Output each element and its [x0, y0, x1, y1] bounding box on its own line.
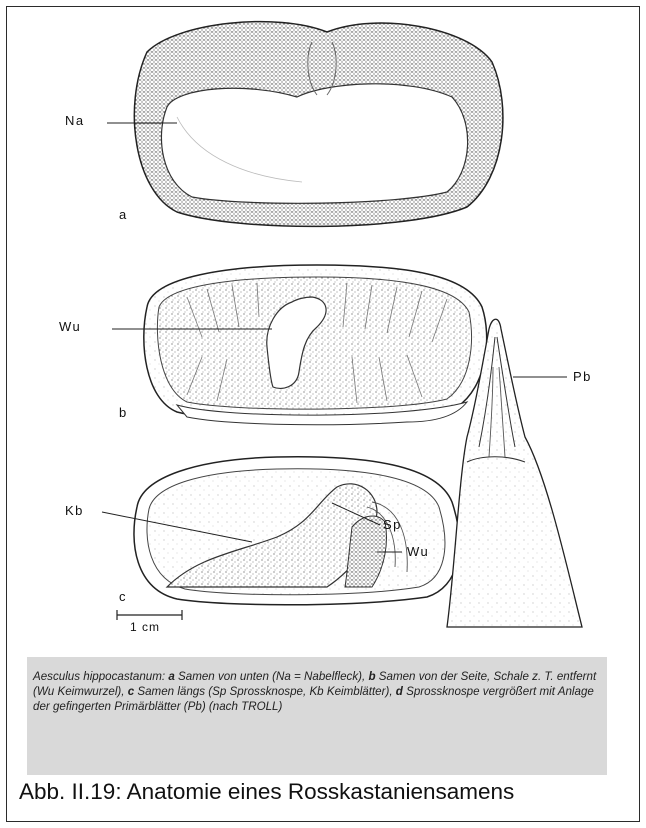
- figure-frame: Na a Wu b Kb Sp Wu c Pb 1 cm Aesculus hi…: [6, 6, 640, 822]
- label-c: c: [119, 589, 127, 604]
- label-wu-c: Wu: [407, 544, 429, 559]
- label-sp: Sp: [383, 517, 402, 532]
- figure-title: Abb. II.19: Anatomie eines Rosskastanien…: [19, 779, 639, 805]
- scale-label: 1 cm: [130, 620, 160, 634]
- figure-caption: Aesculus hippocastanum: a Samen von unte…: [33, 669, 605, 714]
- seed-c-drawing: [102, 457, 459, 605]
- scale-bar: [117, 610, 182, 620]
- label-wu-b: Wu: [59, 319, 81, 334]
- seed-drawings: [27, 7, 627, 652]
- label-kb: Kb: [65, 503, 84, 518]
- label-b: b: [119, 405, 128, 420]
- label-a: a: [119, 207, 128, 222]
- seed-a-drawing: [107, 22, 503, 227]
- seed-b-drawing: [112, 265, 487, 425]
- label-pb: Pb: [573, 369, 592, 384]
- label-na: Na: [65, 113, 85, 128]
- botanical-illustration: Na a Wu b Kb Sp Wu c Pb 1 cm: [27, 7, 627, 652]
